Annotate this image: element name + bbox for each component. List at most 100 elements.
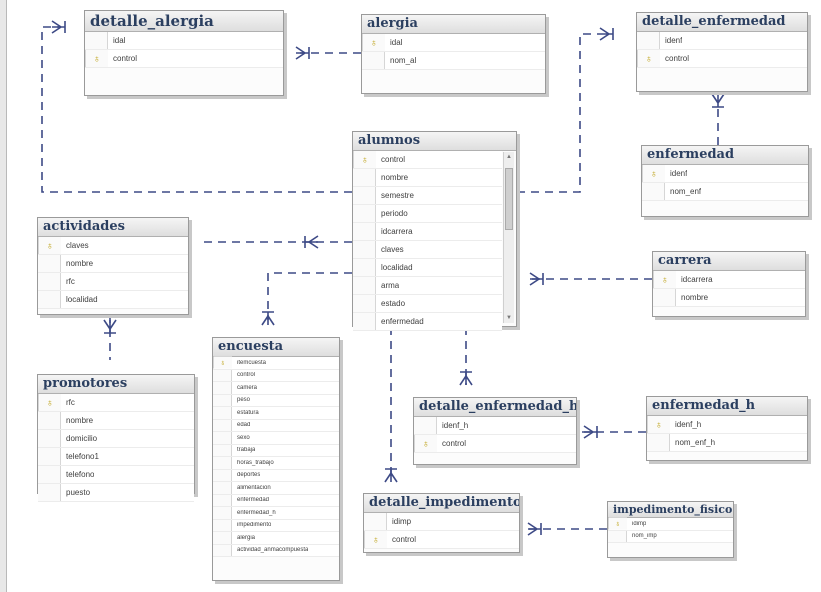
column-row[interactable]: localidad xyxy=(38,291,188,309)
column-row[interactable]: claves xyxy=(353,241,502,259)
table-title[interactable]: enfermedad_h xyxy=(647,397,807,416)
column-name: domicilio xyxy=(66,434,98,443)
column-row[interactable]: control xyxy=(213,369,339,382)
column-name: itemcuesta xyxy=(237,359,267,366)
column-row[interactable]: enfermedad xyxy=(353,313,502,331)
table-title[interactable]: promotores xyxy=(38,375,194,394)
column-row[interactable]: domicilio xyxy=(38,430,194,448)
column-row[interactable]: nombre xyxy=(38,255,188,273)
column-row[interactable]: ♀idal xyxy=(362,34,545,52)
column-row[interactable]: ♀ itemcuesta xyxy=(213,357,339,370)
column-row[interactable]: rfc xyxy=(38,273,188,291)
table-title[interactable]: carrera xyxy=(653,252,805,271)
column-row[interactable]: nom_enf xyxy=(642,183,808,201)
column-row[interactable]: nom_enf_h xyxy=(647,434,807,452)
column-row[interactable]: ♀control xyxy=(353,151,502,169)
column-row[interactable]: impedimento xyxy=(213,519,339,532)
column-row[interactable]: nombre xyxy=(353,169,502,187)
scroll-up-icon[interactable]: ▲ xyxy=(506,154,512,160)
column-row[interactable]: idcarrera xyxy=(353,223,502,241)
table-title[interactable]: alumnos xyxy=(353,132,516,151)
scroll-down-icon[interactable]: ▼ xyxy=(506,315,512,321)
table-title[interactable]: detalle_enfermedad xyxy=(637,13,807,32)
column-marker xyxy=(213,407,232,419)
column-row[interactable]: ♀idenf xyxy=(642,165,808,183)
column-name: idcarrera xyxy=(381,227,413,236)
column-row[interactable]: nom_imp xyxy=(608,530,733,543)
column-row[interactable]: semestre xyxy=(353,187,502,205)
table-scrollbar[interactable]: ▲▼ xyxy=(503,152,514,323)
column-row[interactable]: enfermedad xyxy=(213,494,339,507)
column-row[interactable]: ♀idcarrera xyxy=(653,271,805,289)
column-marker xyxy=(353,295,376,312)
column-row[interactable]: ♀control xyxy=(364,531,519,549)
column-row[interactable]: arma xyxy=(353,277,502,295)
column-marker xyxy=(642,183,665,200)
rel-alumnos-detalle-alergia[interactable] xyxy=(41,26,352,193)
column-row[interactable]: idenf_h xyxy=(414,417,576,435)
table-title[interactable]: actividades xyxy=(38,218,188,237)
column-row[interactable]: alergia xyxy=(213,532,339,545)
crows-foot-icon xyxy=(599,27,614,41)
column-row[interactable]: telefono1 xyxy=(38,448,194,466)
column-row[interactable]: localidad xyxy=(353,259,502,277)
table-title[interactable]: impedimento_fisico xyxy=(608,502,733,518)
rel-alumnos-detalle-enfermedad[interactable] xyxy=(517,33,600,193)
column-row[interactable]: enfermedad_h xyxy=(213,507,339,520)
table-title[interactable]: detalle_enfermedad_h xyxy=(414,398,576,417)
column-row[interactable]: peso xyxy=(213,394,339,407)
column-row[interactable]: ♀idenf_h xyxy=(647,416,807,434)
column-row[interactable]: horas_trabajo xyxy=(213,457,339,470)
column-row[interactable]: trabaja xyxy=(213,444,339,457)
column-row[interactable]: nombre xyxy=(38,412,194,430)
rel-alumnos-encuesta[interactable] xyxy=(267,272,352,320)
primary-key-icon: ♀ xyxy=(213,357,232,369)
column-row[interactable]: estatura xyxy=(213,407,339,420)
column-row[interactable]: alimentacion xyxy=(213,482,339,495)
column-row[interactable]: telefono xyxy=(38,466,194,484)
column-name: nombre xyxy=(66,259,94,268)
column-row[interactable]: idal xyxy=(85,32,283,50)
column-row[interactable]: ♀control xyxy=(637,50,807,68)
column-row[interactable]: periodo xyxy=(353,205,502,223)
column-row[interactable]: puesto xyxy=(38,484,194,502)
column-row[interactable]: idenf xyxy=(637,32,807,50)
column-row[interactable]: deportes xyxy=(213,469,339,482)
primary-key-icon: ♀ xyxy=(637,50,660,67)
column-row[interactable]: ♀claves xyxy=(38,237,188,255)
column-row[interactable]: actividad_anmacompuesta xyxy=(213,544,339,557)
column-row[interactable]: nombre xyxy=(653,289,805,307)
column-row[interactable]: nom_al xyxy=(362,52,545,70)
table-title[interactable]: detalle_impedimento xyxy=(364,494,519,513)
column-row[interactable]: ♀rfc xyxy=(38,394,194,412)
table-title[interactable]: enfermedad xyxy=(642,146,808,165)
column-row[interactable]: ♀control xyxy=(85,50,283,68)
column-row[interactable]: sexo xyxy=(213,432,339,445)
table-title[interactable]: detalle_alergia xyxy=(85,11,283,32)
column-marker xyxy=(653,289,676,306)
column-row[interactable]: estado xyxy=(353,295,502,313)
column-row[interactable]: ♀idimp xyxy=(608,518,733,531)
column-row[interactable]: ♀control xyxy=(414,435,576,453)
column-row[interactable]: idimp xyxy=(364,513,519,531)
table-title[interactable]: encuesta xyxy=(213,338,339,357)
scroll-thumb[interactable] xyxy=(505,168,513,230)
column-marker xyxy=(608,530,627,542)
column-row[interactable]: edad xyxy=(213,419,339,432)
column-row[interactable]: camera xyxy=(213,382,339,395)
column-name: idenf_h xyxy=(675,420,702,429)
table-title[interactable]: alergia xyxy=(362,15,545,34)
